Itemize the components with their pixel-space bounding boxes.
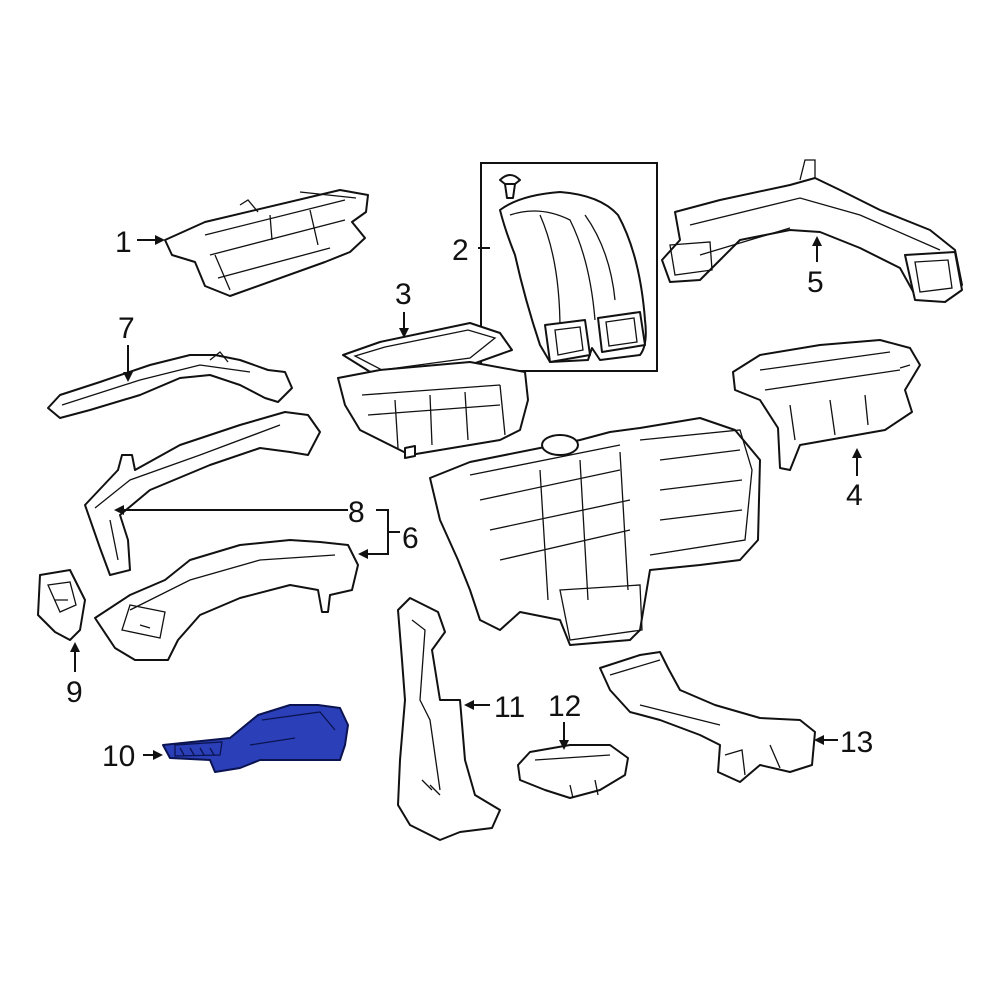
part-10-highlighted-duct[interactable] <box>162 704 349 773</box>
callout-9: 9 <box>66 676 83 709</box>
leader-lines <box>70 235 862 760</box>
part-2-frame <box>480 162 658 372</box>
callout-5: 5 <box>807 266 824 299</box>
part-1-defroster-nozzle[interactable] <box>164 189 369 297</box>
part-7-side-duct[interactable] <box>47 351 293 419</box>
callout-11: 11 <box>494 691 525 724</box>
callout-6: 6 <box>402 522 419 555</box>
callout-8: 8 <box>348 496 365 529</box>
callout-1: 1 <box>115 226 132 259</box>
part-9-bracket[interactable] <box>37 569 86 641</box>
part-3-air-filter-case[interactable] <box>337 322 529 459</box>
part-6-lower-duct[interactable] <box>94 539 359 661</box>
callout-10: 10 <box>102 740 135 773</box>
clip-icon <box>499 174 521 199</box>
callout-numbers: 1 2 3 5 7 4 8 6 9 10 11 12 13 <box>66 226 873 773</box>
callout-2: 2 <box>452 234 469 267</box>
callout-3: 3 <box>395 278 412 311</box>
callout-12: 12 <box>548 690 581 723</box>
callout-13: 13 <box>840 726 873 759</box>
part-5-rear-duct[interactable] <box>661 159 963 303</box>
part-8-side-duct-tube[interactable] <box>84 411 321 576</box>
part-4-center-vent[interactable] <box>732 339 921 471</box>
part-2-duct-assembly[interactable] <box>499 191 647 363</box>
hvac-unit-assembly <box>429 417 761 646</box>
part-12-rear-duct-plate[interactable] <box>517 744 629 799</box>
callout-7: 7 <box>118 312 135 345</box>
callout-4: 4 <box>846 479 863 512</box>
part-11-rear-vertical-duct[interactable] <box>397 597 501 841</box>
part-13-floor-duct[interactable] <box>599 651 816 783</box>
